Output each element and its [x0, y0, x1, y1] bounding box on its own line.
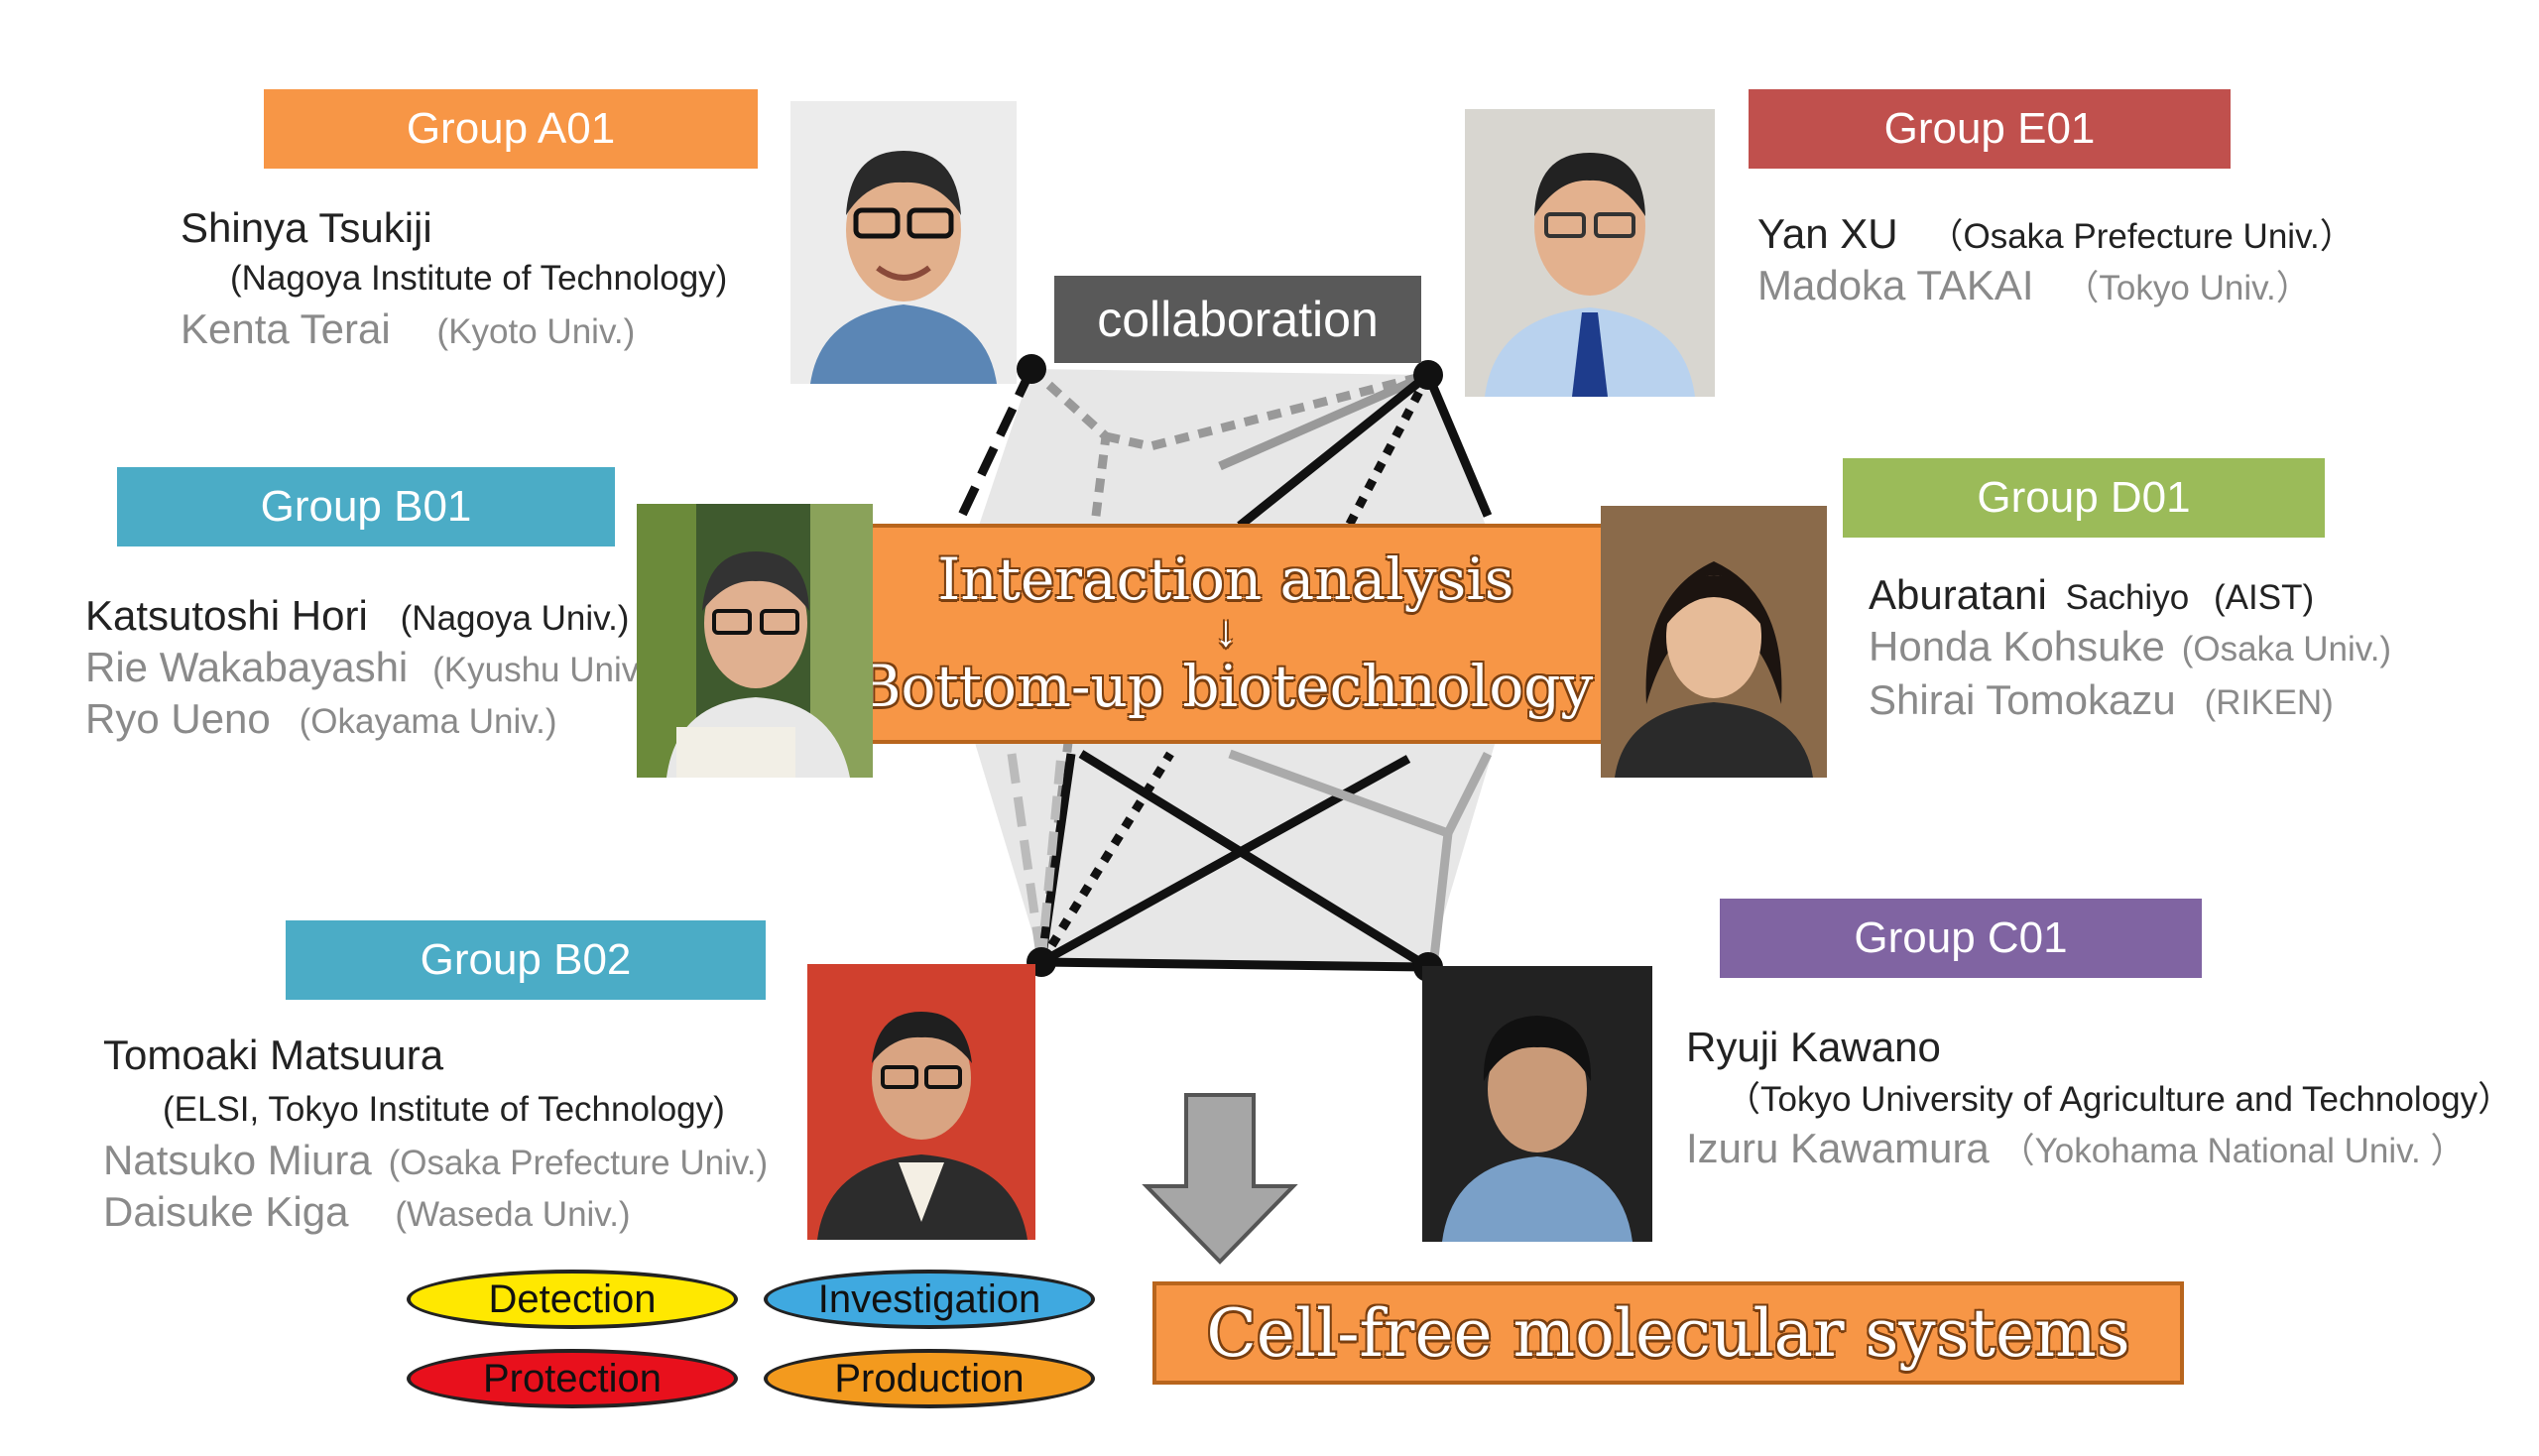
group-c01-title: Group C01 [1854, 913, 2068, 962]
collaboration-label: collaboration [1054, 276, 1421, 363]
oval-protection: Protection [407, 1349, 738, 1408]
group-a01-lead-affiliation: (Nagoya Institute of Technology) [230, 259, 728, 298]
group-b01-header: Group B01 [117, 467, 615, 546]
group-b01-member-1: Rie Wakabayashi (Kyushu Univ.) [85, 644, 659, 690]
edge-e01-b02-gray [1218, 370, 1430, 471]
group-e01-lead: Yan XU （Osaka Prefecture Univ.） [1757, 210, 2355, 257]
edge-a01-b01 [952, 367, 1036, 528]
edge-b01-c01 [1078, 750, 1431, 971]
edge-b01-b02 [1007, 753, 1046, 963]
group-b01-title: Group B01 [260, 482, 472, 531]
group-a01-photo [790, 101, 1017, 384]
group-b02-lead: Tomoaki Matsuura [103, 1031, 444, 1078]
edge-a01-b02 [1028, 365, 1111, 963]
group-a01-lead-name: Shinya Tsukiji [181, 204, 432, 251]
group-b02-member-1: Natsuko Miura (Osaka Prefecture Univ.) [103, 1137, 769, 1183]
node-e01 [1413, 360, 1443, 390]
group-a01-header: Group A01 [264, 89, 758, 169]
group-e01-header: Group E01 [1749, 89, 2231, 169]
center-line-1: Interaction analysis [937, 546, 1514, 613]
group-b02-lead-affiliation: (ELSI, Tokyo Institute of Technology) [163, 1090, 725, 1129]
edge-b02-b01-solid [1036, 753, 1076, 963]
group-a01-title: Group A01 [406, 104, 616, 153]
edge-e01-b01 [1237, 371, 1431, 530]
edge-d01-c01 [1428, 832, 1453, 968]
group-c01-member: Izuru Kawamura （Yokohama National Univ. … [1686, 1125, 2466, 1171]
oval-detection: Detection [407, 1270, 738, 1329]
group-a01-member: Kenta Terai (Kyoto Univ.) [181, 305, 636, 352]
group-e01-title: Group E01 [1883, 104, 2096, 153]
edge-b02-e01-dotted [1037, 751, 1174, 965]
group-b01-photo [637, 504, 873, 778]
group-b01-lead: Katsutoshi Hori (Nagoya Univ.) [85, 592, 630, 639]
group-e01-photo [1465, 109, 1715, 397]
group-a01-lead: Shinya Tsukiji [181, 204, 432, 254]
center-line-2: Bottom-up biotechnology [858, 653, 1594, 720]
group-b02-member-2: Daisuke Kiga (Waseda Univ.) [103, 1188, 631, 1235]
edge-b02-c01 [1040, 957, 1429, 972]
oval-investigation: Investigation [764, 1270, 1095, 1329]
group-d01-lead: Aburatani Sachiyo (AIST) [1869, 571, 2315, 618]
center-box: Interaction analysis ↓ Bottom-up biotech… [829, 524, 1623, 744]
group-d01-photo [1601, 506, 1827, 778]
group-c01-photo [1422, 966, 1652, 1242]
network-edges [952, 365, 1493, 972]
group-c01-lead-affiliation: （Tokyo University of Agriculture and Tec… [1726, 1080, 2513, 1119]
group-b02-title: Group B02 [420, 935, 632, 984]
output-label: Cell-free molecular systems [1206, 1294, 2130, 1372]
edge-d01-b02-gray [1443, 751, 1493, 836]
group-d01-title: Group D01 [1977, 473, 2191, 522]
group-e01-member: Madoka TAKAI （Tokyo Univ.） [1757, 262, 2311, 308]
output-box: Cell-free molecular systems [1152, 1281, 2184, 1385]
group-d01-member-2: Shirai Tomokazu (RIKEN) [1869, 676, 2334, 723]
group-d01-header: Group D01 [1843, 458, 2325, 538]
edge-e01-d01 [1423, 373, 1493, 518]
group-c01-header: Group C01 [1720, 899, 2202, 978]
collaboration-text: collaboration [1097, 292, 1379, 347]
edge-b01-d01 [1228, 749, 1450, 838]
group-c01-lead: Ryuji Kawano [1686, 1024, 1941, 1070]
down-arrow-icon [1142, 1093, 1298, 1265]
center-arrow: ↓ [1215, 607, 1237, 656]
edge-e01-b02-dotted [1345, 372, 1432, 529]
oval-production: Production [764, 1349, 1095, 1408]
node-a01 [1017, 354, 1046, 384]
group-d01-member-1: Honda Kohsuke (Osaka Univ.) [1869, 623, 2392, 669]
group-b01-member-2: Ryo Ueno (Okayama Univ.) [85, 695, 557, 742]
group-b02-photo [807, 964, 1035, 1240]
group-b02-header: Group B02 [286, 920, 766, 1000]
